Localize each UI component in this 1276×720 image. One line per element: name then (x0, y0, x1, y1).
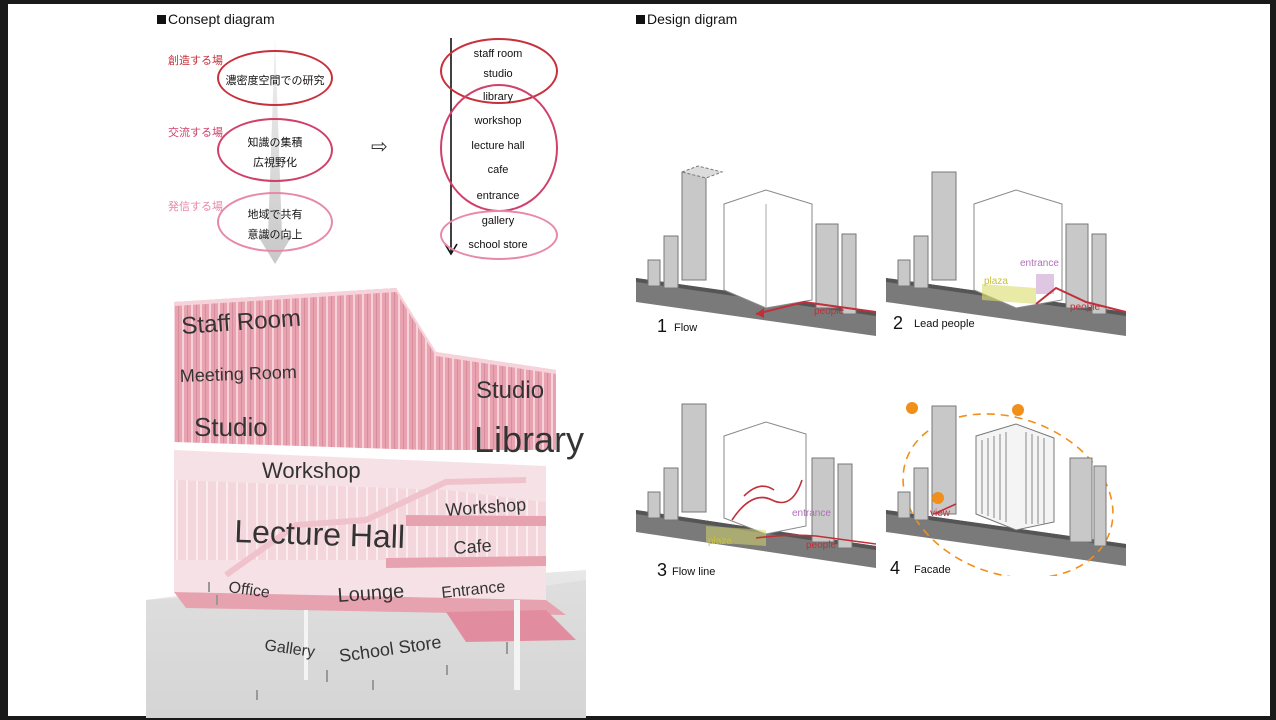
panel2-caption: Lead people (914, 318, 975, 330)
panel1-number: 1 (657, 316, 668, 336)
panel4-view-label: view (930, 508, 951, 519)
panel-facade-diagram: view (886, 402, 1126, 576)
panel-flow-line-diagram: plaza entrance people (636, 403, 876, 568)
label-studio-right: Studio (476, 377, 544, 404)
create-oval (217, 50, 333, 106)
design-diagram-title: Design digram (636, 11, 737, 27)
program-school-store: school store (468, 239, 528, 251)
panel1-caption: Flow (674, 322, 698, 334)
panel3-people-label: people (806, 540, 836, 551)
panel4-number: 4 (890, 558, 901, 578)
program-oval-send (440, 210, 558, 260)
panel-lead-people-diagram: plaza entrance people (886, 171, 1126, 336)
label-entrance: Entrance (441, 578, 507, 602)
send-text-1: 地域で共有 (247, 209, 303, 221)
program-lecture-hall: lecture hall (471, 140, 525, 152)
panel3-plaza-label: plaza (708, 536, 732, 547)
panel2-people-label: people (1070, 302, 1100, 313)
panel2-entrance-label: entrance (1020, 258, 1059, 269)
label-cafe: Cafe (453, 535, 492, 558)
panel1-people-label: people (814, 306, 844, 317)
panel3-number: 3 (657, 560, 668, 580)
label-gallery: Gallery (263, 637, 316, 661)
program-workshop: workshop (474, 115, 522, 127)
panel-flow-diagram: people (636, 165, 876, 336)
sun-icon (906, 402, 1024, 504)
panel3-entrance-label: entrance (792, 508, 831, 519)
label-office: Office (227, 579, 271, 602)
level-label-send: 発信する場 (168, 201, 223, 213)
program-cafe: cafe (487, 164, 509, 176)
arrow-right-icon: ⇨ (371, 136, 388, 158)
label-library: Library (474, 419, 584, 460)
level-label-create: 創造する場 (168, 55, 223, 67)
label-workshop-center: Workshop (262, 458, 361, 483)
panel4-caption: Facade (914, 564, 951, 576)
concept-diagram-title: Consept diagram (157, 11, 275, 27)
program-studio: studio (483, 68, 513, 80)
program-library: library (483, 91, 513, 103)
program-entrance: entrance (476, 190, 520, 202)
panel3-caption: Flow line (672, 566, 716, 578)
exchange-text-1: 知識の集積 (247, 137, 303, 149)
panel2-plaza-label: plaza (984, 276, 1008, 287)
label-lecture-hall: Lecture Hall (234, 513, 406, 555)
label-meeting-room: Meeting Room (179, 362, 297, 386)
level-label-exchange: 交流する場 (168, 127, 223, 139)
program-gallery: gallery (481, 215, 515, 227)
building-section-diagram: Staff Room Meeting Room Studio Studio Li… (146, 288, 586, 718)
panel2-number: 2 (893, 313, 904, 333)
label-studio-left: Studio (194, 412, 268, 442)
program-staff-room: staff room (473, 48, 523, 60)
exchange-text-2: 広視野化 (253, 157, 297, 169)
label-lounge: Lounge (337, 580, 405, 607)
exchange-oval (217, 118, 333, 182)
create-text: 濃密度空間での研究 (225, 75, 325, 87)
send-oval (217, 192, 333, 252)
send-text-2: 意識の向上 (247, 229, 303, 241)
